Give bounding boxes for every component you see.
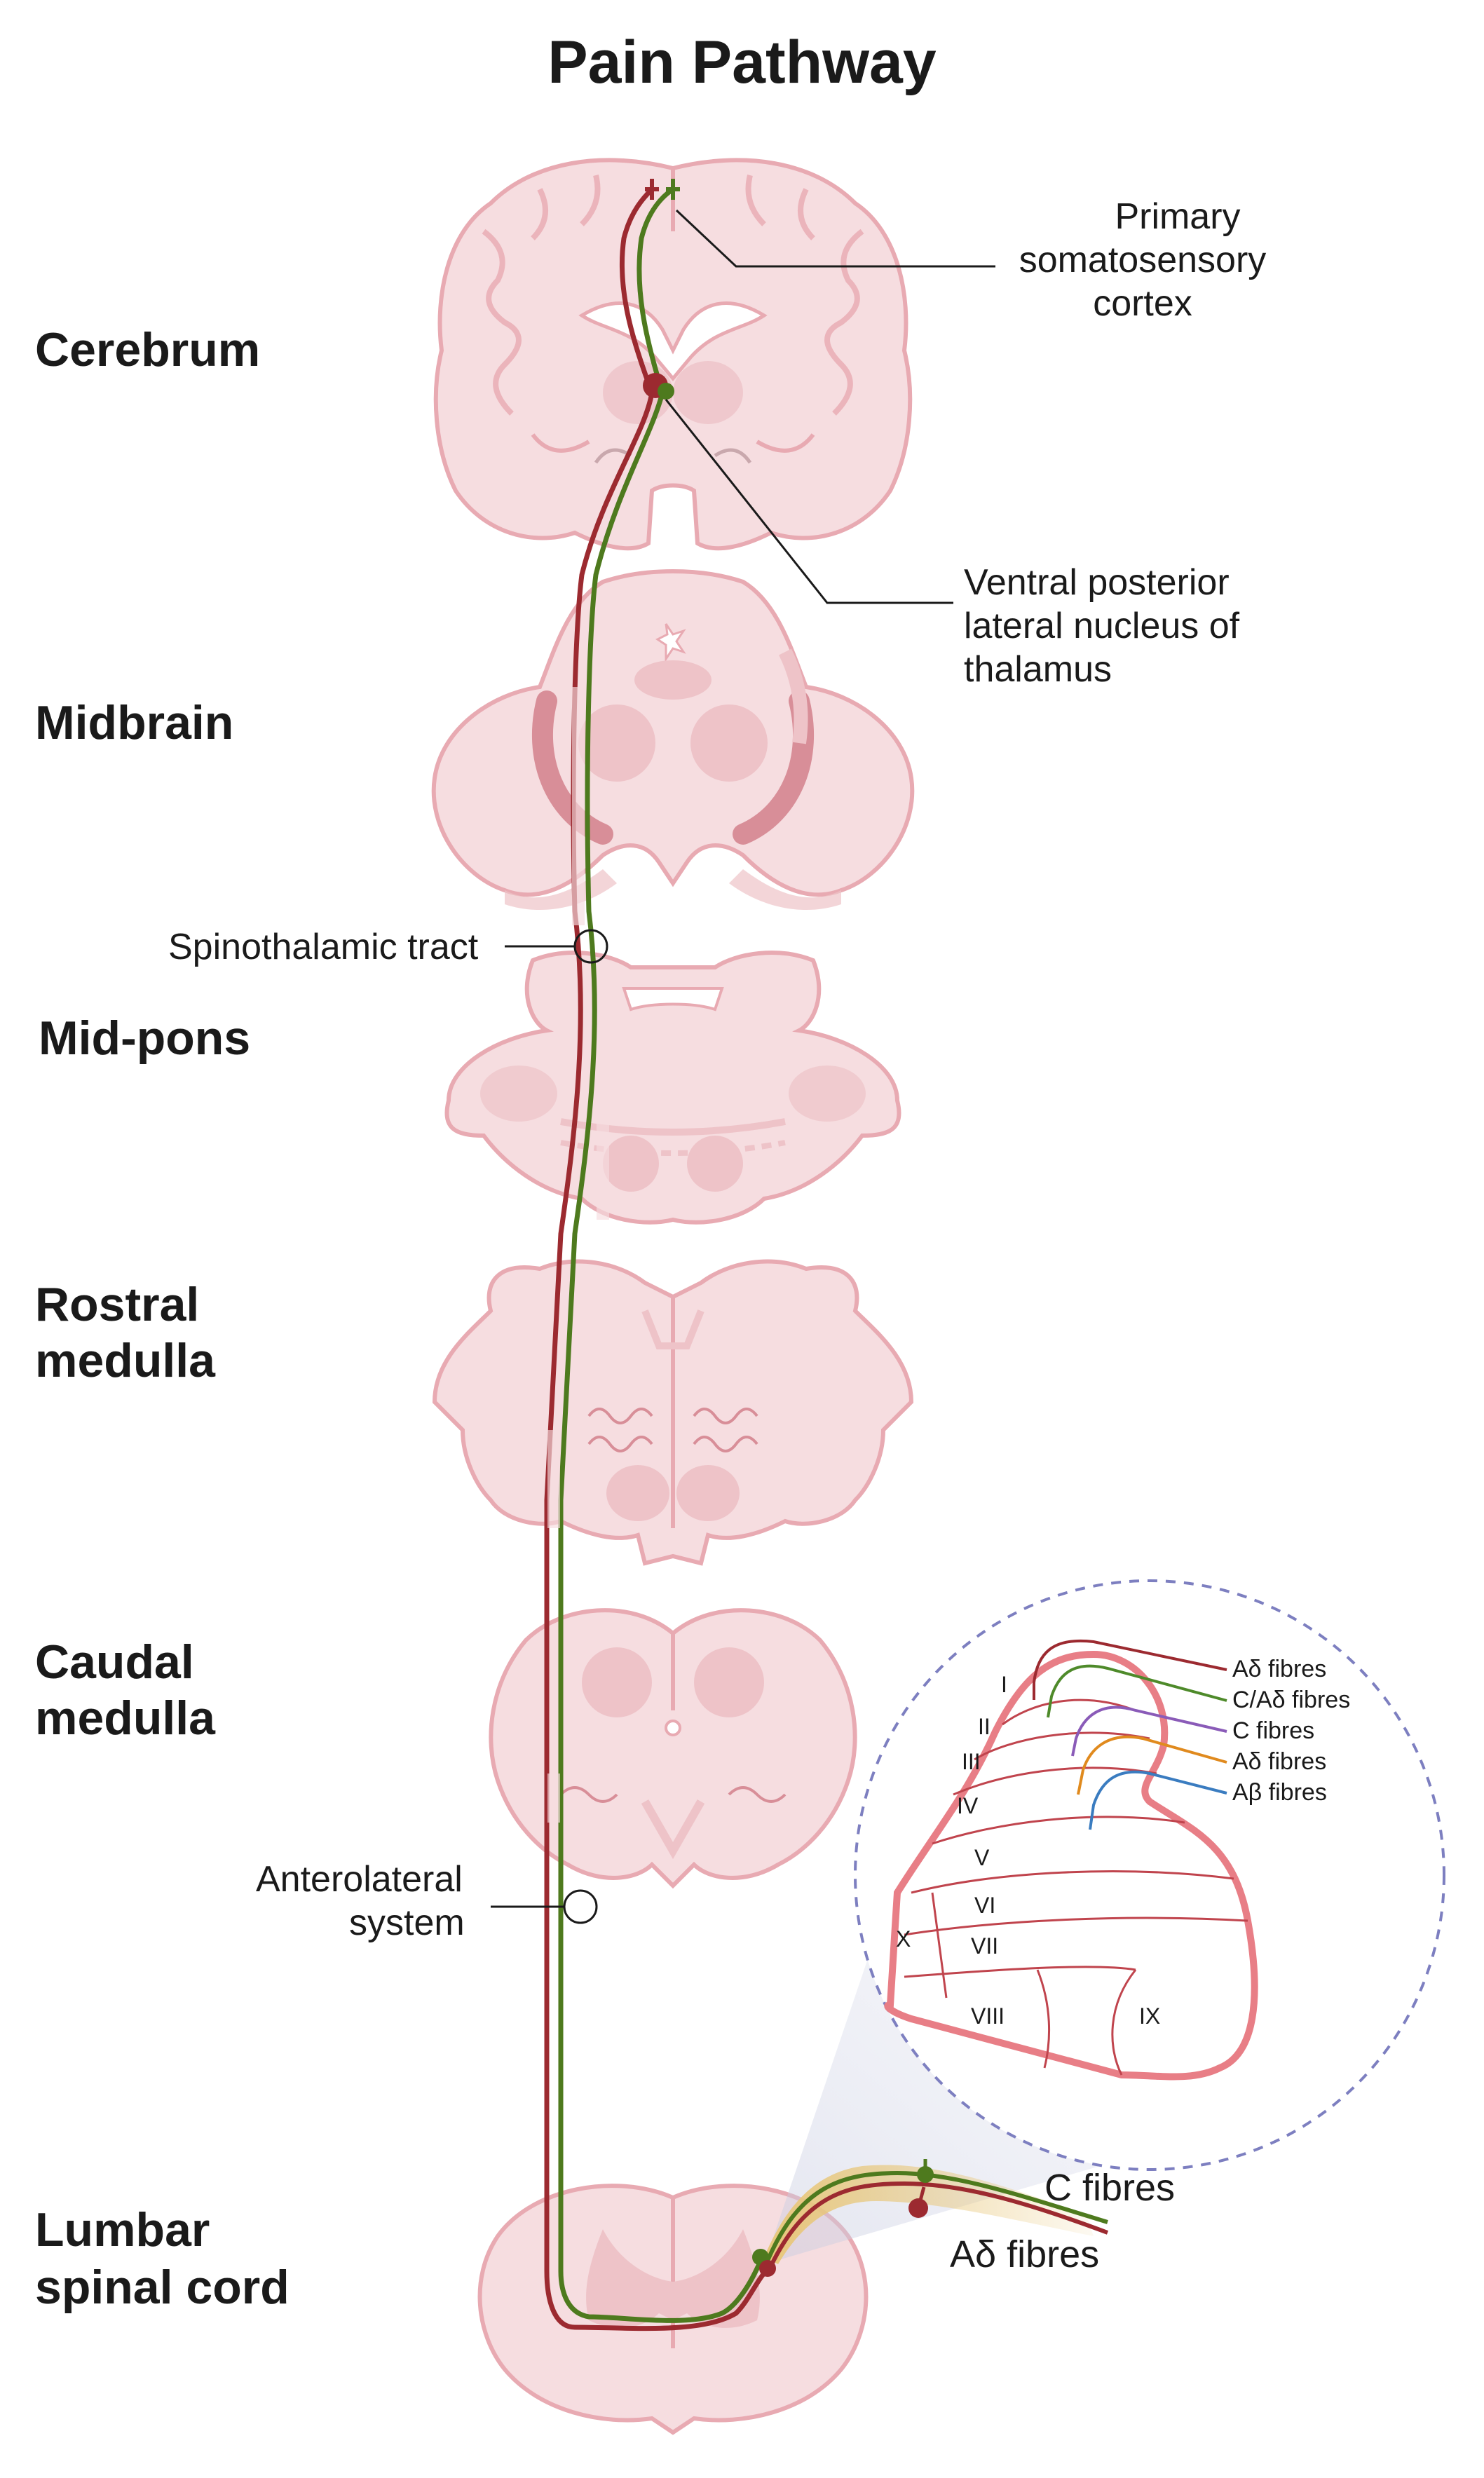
callout-vpl-line2: lateral nucleus of xyxy=(964,606,1240,646)
lamina-label: IX xyxy=(1139,2003,1161,2029)
region-label-lumbar-line1: Lumbar xyxy=(35,2203,210,2256)
region-label-rostral-medulla-line2: medulla xyxy=(35,1334,215,1387)
lamina-label: VII xyxy=(971,1933,999,1959)
inset-fibre-label: C/Aδ fibres xyxy=(1232,1687,1351,1713)
lamina-label: X xyxy=(896,1926,911,1952)
inset-fibre-label: Aβ fibres xyxy=(1232,1779,1327,1806)
page-title: Pain Pathway xyxy=(547,29,937,96)
callout-anterolateral-line2: system xyxy=(349,1902,465,1943)
inset-fibre-line xyxy=(1089,1770,1227,1830)
region-label-rostral-medulla-line1: Rostral xyxy=(35,1278,200,1331)
region-label-caudal-medulla-line1: Caudal xyxy=(35,1635,194,1689)
callout-cortex-line1: Primary xyxy=(1115,196,1241,237)
inset-fibre-lines xyxy=(1033,1639,1227,1830)
lamina-label: I xyxy=(1001,1672,1007,1697)
callout-cortex-line2: somatosensory xyxy=(1019,240,1267,280)
inset-fibre-label: Aδ fibres xyxy=(1232,1656,1327,1682)
region-label-cerebrum: Cerebrum xyxy=(35,323,261,376)
input-fibre-label-a-delta: Aδ fibres xyxy=(950,2233,1100,2275)
caudal-medulla-section xyxy=(489,1608,857,1889)
lamina-label: II xyxy=(978,1714,991,1739)
ascending-tract xyxy=(544,179,776,2331)
region-label-midbrain: Midbrain xyxy=(35,696,234,749)
callout-cortex-line3: cortex xyxy=(1093,283,1192,324)
lamina-label: VI xyxy=(974,1893,996,1918)
callout-leaders xyxy=(491,209,995,1924)
lamina-label: IV xyxy=(957,1793,979,1818)
tract-green-line xyxy=(558,187,763,2323)
callout-vpl-line3: thalamus xyxy=(964,649,1112,690)
inset-fibre-line xyxy=(1047,1664,1227,1718)
dorsal-horn-inset xyxy=(764,1579,1445,2264)
inset-fibre-line xyxy=(1077,1735,1227,1795)
peripheral-nerve xyxy=(764,2159,1109,2267)
region-label-mid-pons: Mid-pons xyxy=(39,1012,251,1065)
callout-vpl-line1: Ventral posterior xyxy=(964,562,1230,603)
lamina-label: III xyxy=(962,1749,981,1774)
callout-spinothalamic-tract: Spinothalamic tract xyxy=(168,927,479,967)
rostral-medulla-section xyxy=(432,1259,914,1566)
region-label-caudal-medulla-line2: medulla xyxy=(35,1691,215,1745)
region-label-lumbar-line2: spinal cord xyxy=(35,2261,290,2314)
cerebrum-section xyxy=(433,158,913,551)
inset-fibre-line xyxy=(1033,1639,1227,1700)
input-fibre-label-c: C fibres xyxy=(1044,2167,1176,2209)
inset-fibre-label: C fibres xyxy=(1232,1717,1315,1744)
inset-fibre-line xyxy=(1071,1706,1227,1757)
mid-pons-section xyxy=(444,951,901,1225)
callout-anterolateral-line1: Anterolateral xyxy=(256,1859,463,1900)
midbrain-section xyxy=(431,569,915,911)
inset-fibre-label: Aδ fibres xyxy=(1232,1748,1327,1775)
lamina-label: V xyxy=(974,1845,990,1870)
lamina-label: VIII xyxy=(971,2003,1005,2029)
